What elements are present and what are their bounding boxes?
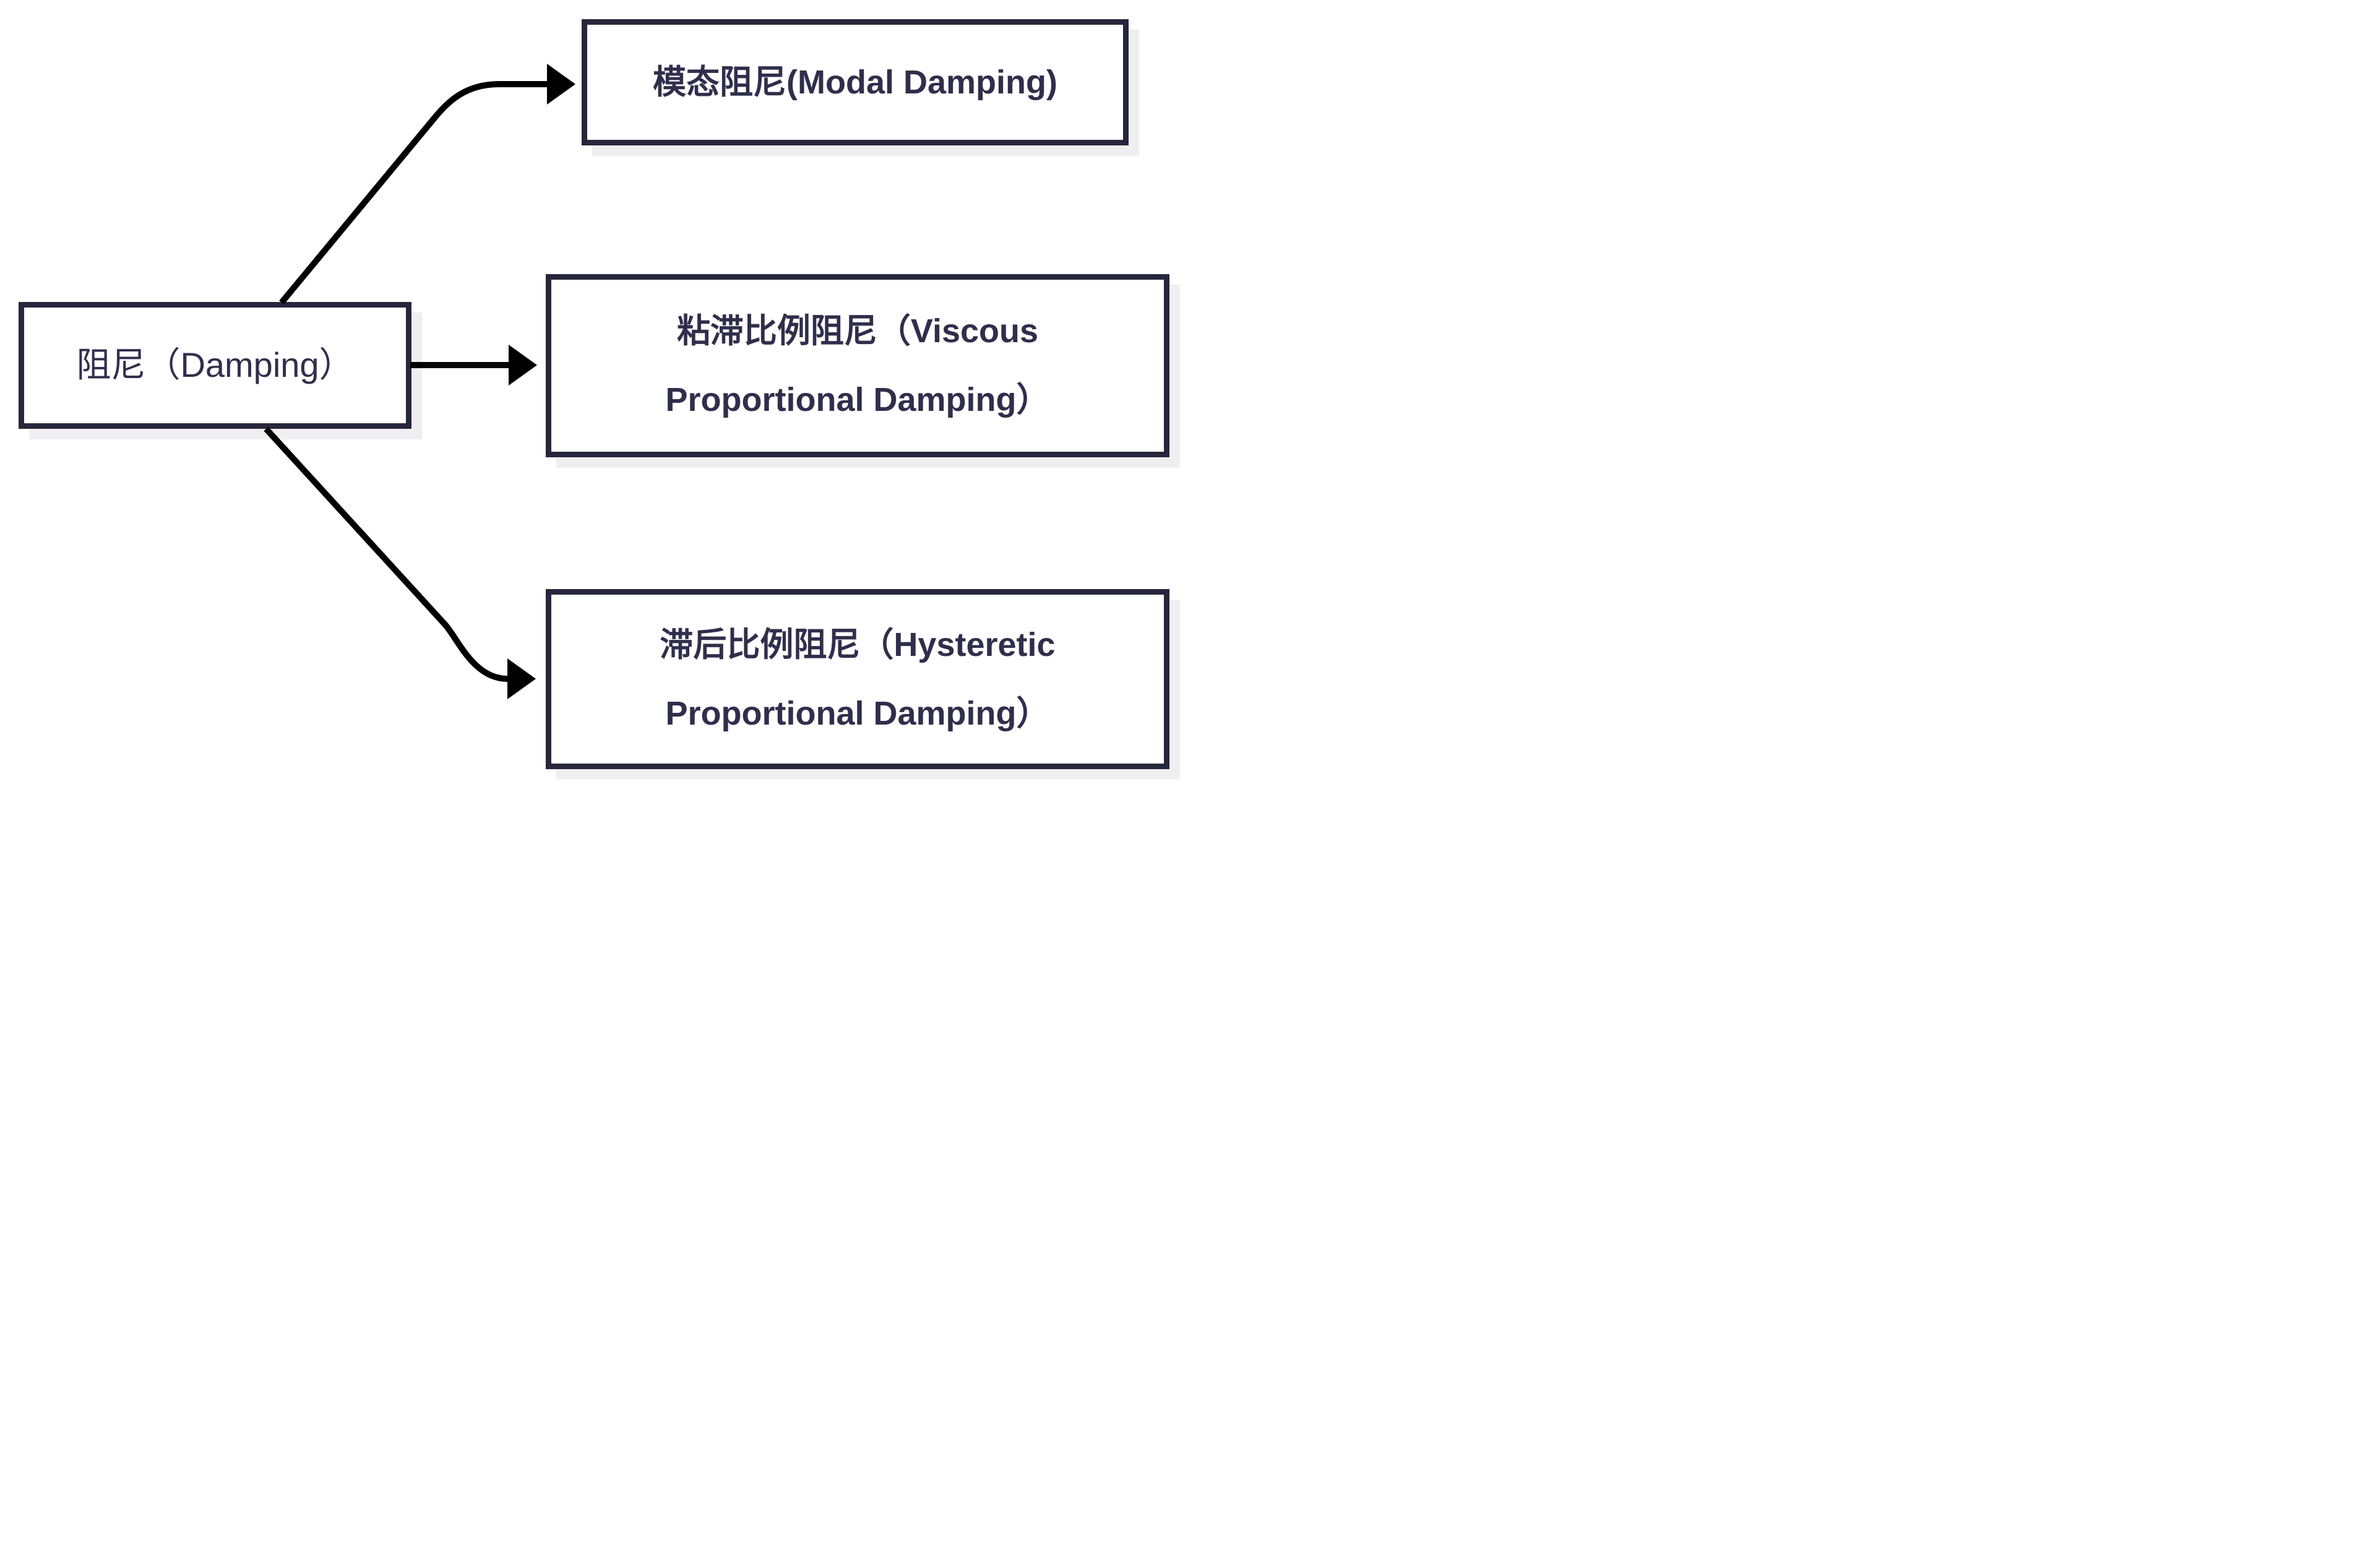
node-hysteretic-proportional-damping: 滞后比例阻尼（Hysteretic Proportional Damping） <box>546 589 1169 769</box>
node-label-line-2: Proportional Damping） <box>665 381 1050 418</box>
arrowhead-icon <box>507 658 536 699</box>
node-label-line-1: 滞后比例阻尼（Hysteretic <box>660 626 1056 663</box>
diagram-canvas: 阻尼（Damping） 模态阻尼(Modal Damping) 粘滞比例阻尼（V… <box>0 0 1188 784</box>
node-modal-damping: 模态阻尼(Modal Damping) <box>582 19 1129 145</box>
arrow-to-hysteretic-proportional-damping <box>264 426 536 699</box>
node-label: 阻尼（Damping） <box>76 345 354 385</box>
arrow-to-viscous-proportional-damping <box>410 345 537 386</box>
arrowhead-icon <box>509 345 537 386</box>
arrow-line <box>279 81 547 305</box>
node-label-line-1: 粘滞比例阻尼（Viscous <box>676 312 1039 350</box>
arrowhead-icon <box>547 64 575 105</box>
node-damping-root: 阻尼（Damping） <box>19 302 411 429</box>
arrow-to-modal-damping <box>279 64 575 305</box>
node-label-line-2: Proportional Damping） <box>665 694 1050 732</box>
node-label: 模态阻尼(Modal Damping) <box>653 63 1057 101</box>
node-viscous-proportional-damping: 粘滞比例阻尼（Viscous Proportional Damping） <box>546 274 1169 457</box>
arrow-line <box>264 426 508 682</box>
